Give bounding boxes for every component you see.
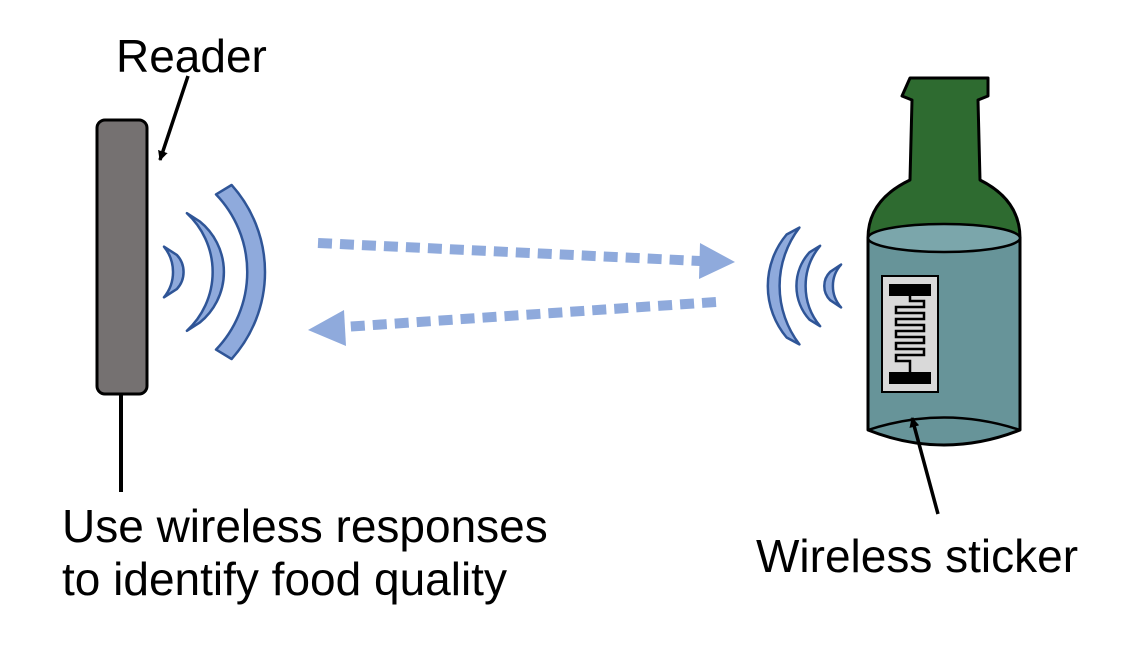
sticker-wave-1 — [823, 263, 843, 309]
sticker-antenna-coil — [894, 296, 926, 372]
transmission-arrows — [308, 238, 735, 346]
reader-label: Reader — [116, 30, 267, 82]
sticker-wave-3 — [766, 226, 801, 346]
sticker-label: Wireless sticker — [756, 530, 1079, 582]
bottle-glass — [866, 76, 1022, 240]
forward-signal-line — [317, 238, 701, 266]
sticker-top-pad — [889, 284, 931, 296]
reader-device — [95, 118, 149, 492]
return-signal-line — [343, 297, 717, 332]
sticker-bottom-pad — [889, 372, 931, 384]
description-line-2: to identify food quality — [62, 552, 507, 605]
reader-pointer-arrow — [158, 75, 190, 161]
description-label: Use wireless responses to identify food … — [62, 500, 548, 606]
liquid-surface — [866, 222, 1022, 254]
rfid-tag-icon — [881, 275, 939, 393]
return-arrowhead — [308, 310, 346, 346]
sticker-wave-2 — [795, 244, 822, 328]
sticker-pointer-arrow — [909, 417, 940, 515]
sticker-signal-waves-icon — [766, 226, 843, 346]
reader-wave-2 — [185, 211, 226, 333]
reader-wave-3 — [214, 183, 267, 361]
bottle-base — [867, 416, 1021, 432]
reader-signal-waves-icon — [162, 183, 267, 361]
forward-arrowhead — [699, 243, 735, 279]
reader-wave-1 — [162, 245, 185, 299]
reader-body — [95, 118, 149, 396]
description-line-1: Use wireless responses — [62, 500, 548, 552]
